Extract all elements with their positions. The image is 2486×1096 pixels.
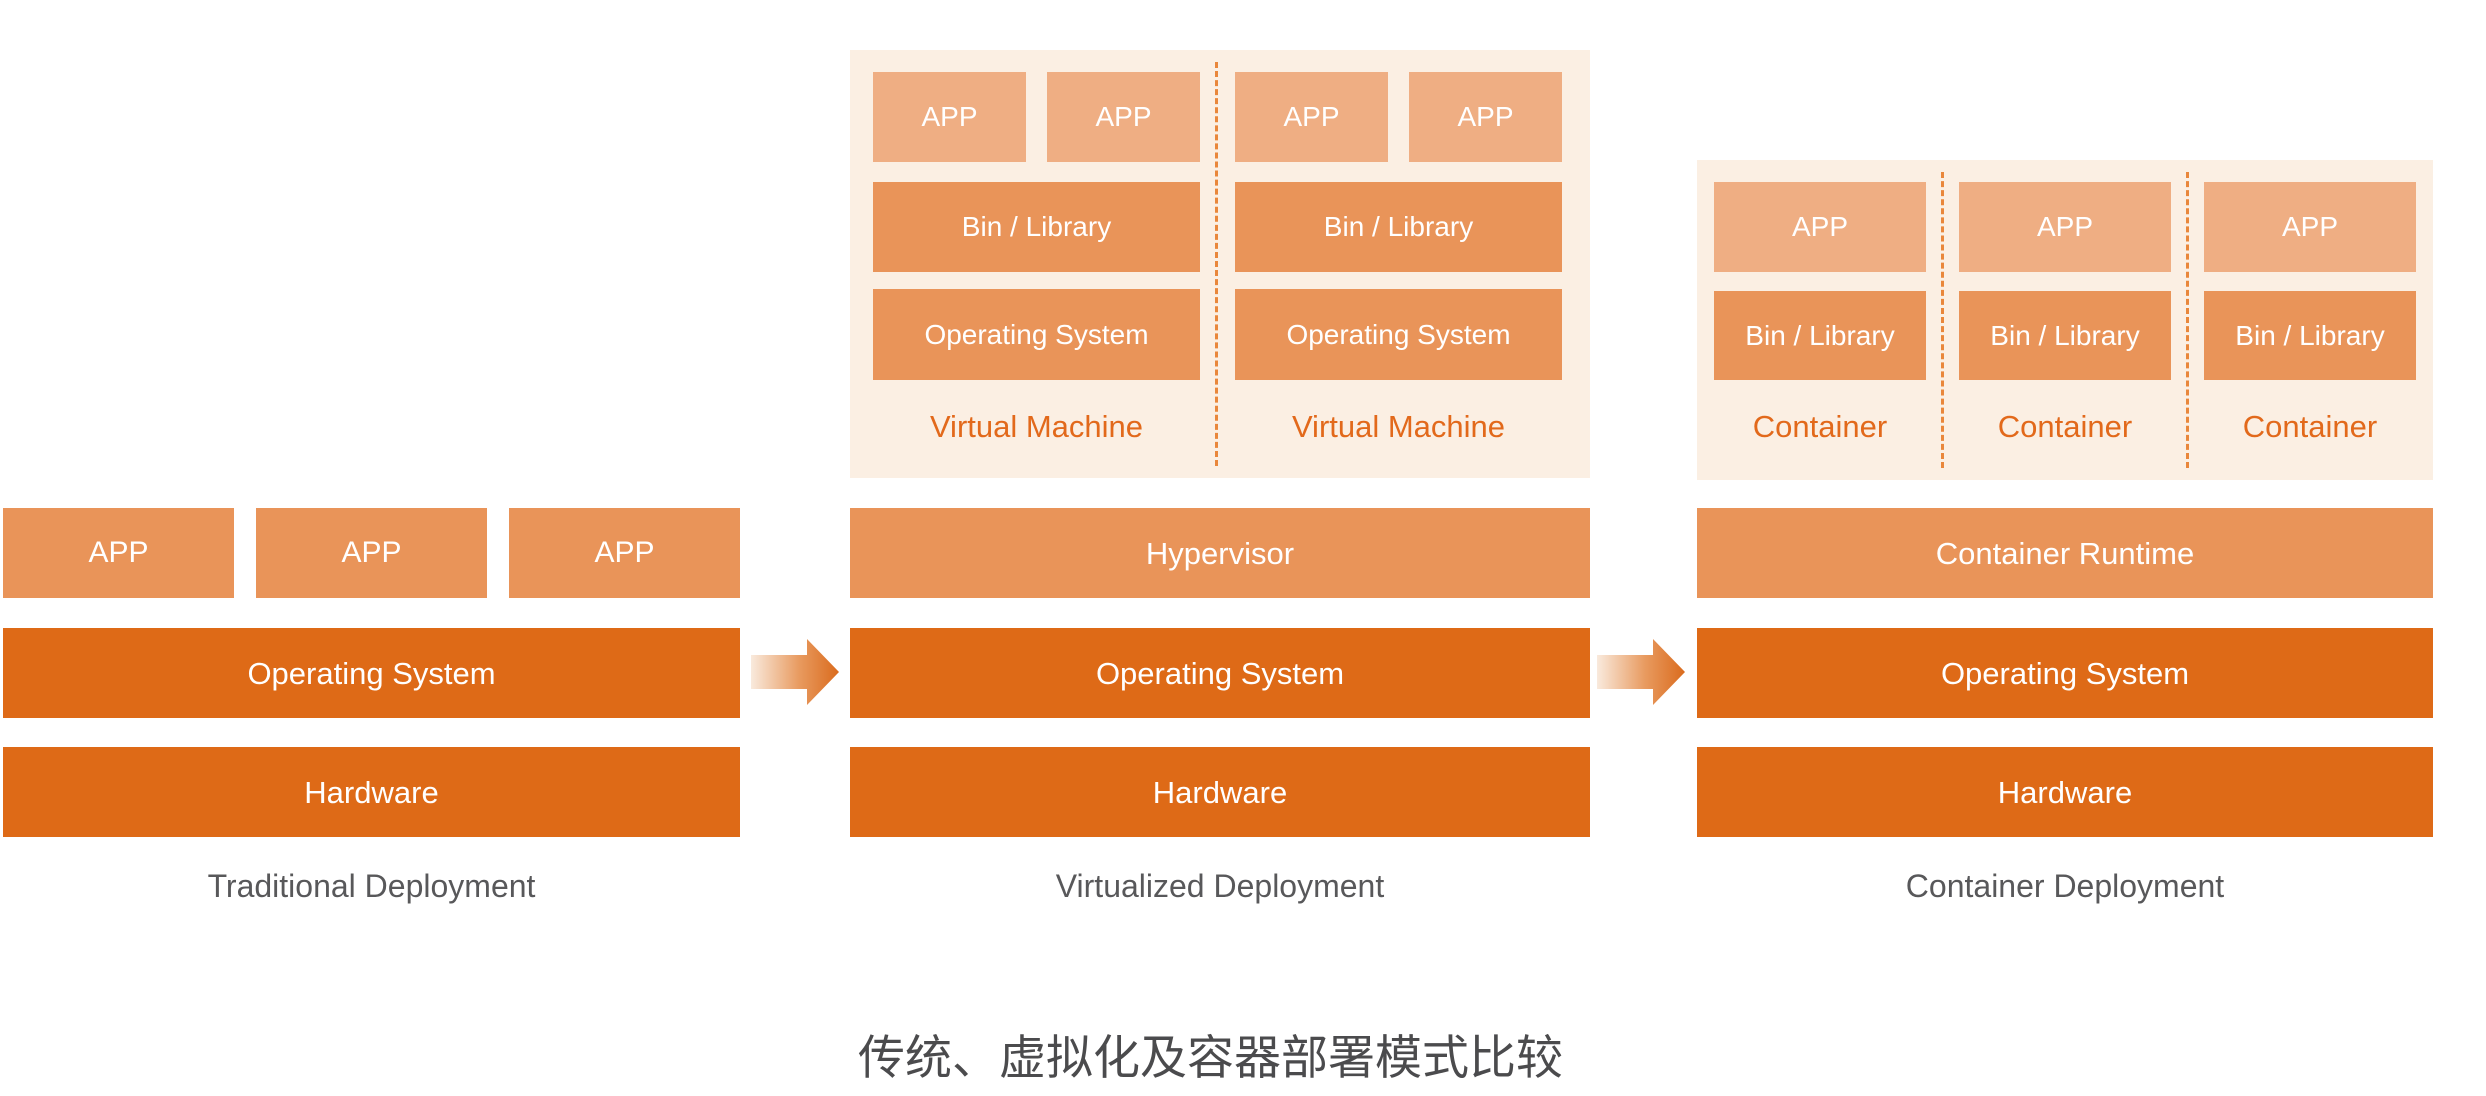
traditional-app-row: APP APP APP	[3, 508, 740, 598]
container-runtime-bar: Container Runtime	[1697, 508, 2433, 598]
container-os-bar: Operating System	[1697, 628, 2433, 718]
app-box: APP	[2204, 182, 2416, 272]
virtualized-os-bar: Operating System	[850, 628, 1590, 718]
right-arrow-icon	[751, 639, 839, 705]
traditional-hardware-bar: Hardware	[3, 747, 740, 837]
bin-library-box: Bin / Library	[1235, 182, 1562, 272]
app-box: APP	[1047, 72, 1200, 162]
app-box: APP	[1235, 72, 1388, 162]
container-label: Container	[1997, 409, 2133, 444]
virtual-machine-label: Virtual Machine	[1291, 409, 1506, 444]
virtualized-hardware-bar: Hardware	[850, 747, 1590, 837]
virtual-machine-group: APP APP Bin / Library Operating System V…	[873, 50, 1200, 478]
bin-library-box: Bin / Library	[1959, 291, 2171, 380]
virtual-machine-label: Virtual Machine	[929, 409, 1144, 444]
app-box: APP	[1409, 72, 1562, 162]
app-box: APP	[1714, 182, 1926, 272]
container-column-label: Container Deployment	[1905, 868, 2225, 904]
vm-os-box: Operating System	[1235, 289, 1562, 380]
right-arrow-icon	[1597, 639, 1685, 705]
container-label: Container	[2242, 409, 2378, 444]
traditional-os-bar: Operating System	[3, 628, 740, 718]
container-group: APP Bin / Library Container	[1714, 160, 1926, 480]
bin-library-box: Bin / Library	[1714, 291, 1926, 380]
container-label: Container	[1752, 409, 1888, 444]
container-group: APP Bin / Library Container	[1959, 160, 2171, 480]
traditional-column-label: Traditional Deployment	[207, 868, 536, 904]
virtualized-column-label: Virtualized Deployment	[1055, 868, 1385, 904]
container-panel: APP Bin / Library Container APP Bin / Li…	[1697, 160, 2433, 480]
dotted-divider	[1215, 62, 1218, 466]
app-box: APP	[256, 508, 487, 598]
virtual-machine-group: APP APP Bin / Library Operating System V…	[1235, 50, 1562, 478]
bin-library-box: Bin / Library	[873, 182, 1200, 272]
app-box: APP	[1959, 182, 2171, 272]
diagram-caption: 传统、虚拟化及容器部署模式比较	[858, 1031, 1563, 1084]
virtualized-panel: APP APP Bin / Library Operating System V…	[850, 50, 1590, 478]
dotted-divider	[2186, 172, 2189, 468]
vm-os-box: Operating System	[873, 289, 1200, 380]
container-group: APP Bin / Library Container	[2204, 160, 2416, 480]
container-hardware-bar: Hardware	[1697, 747, 2433, 837]
dotted-divider	[1941, 172, 1944, 468]
app-box: APP	[509, 508, 740, 598]
app-box: APP	[3, 508, 234, 598]
app-box: APP	[873, 72, 1026, 162]
bin-library-box: Bin / Library	[2204, 291, 2416, 380]
vm-app-row: APP APP	[873, 72, 1200, 162]
vm-app-row: APP APP	[1235, 72, 1562, 162]
hypervisor-bar: Hypervisor	[850, 508, 1590, 598]
